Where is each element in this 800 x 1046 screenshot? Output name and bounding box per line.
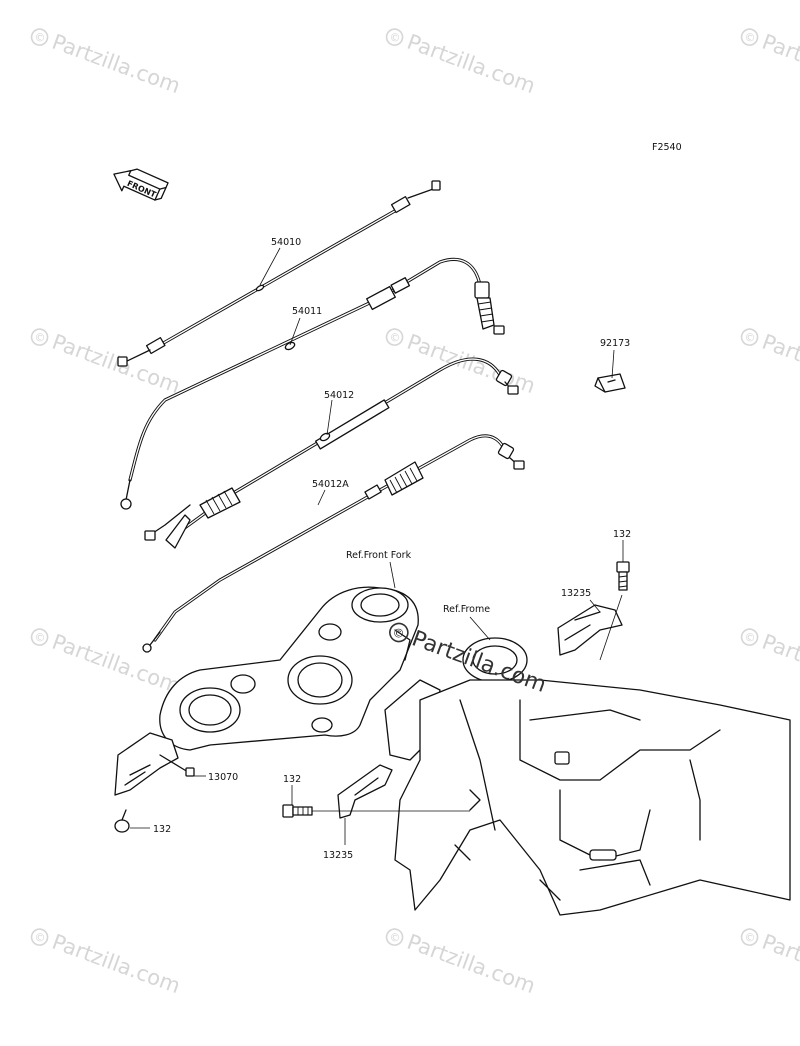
svg-text:Partzilla.com: Partzilla.com [404,30,538,99]
svg-text:Partzilla.com: Partzilla.com [49,330,183,399]
bolt-132-left[interactable] [114,809,130,833]
label-132-top: 132 [613,529,631,540]
cable-54012a[interactable] [142,434,525,653]
cable-54010[interactable] [117,180,441,367]
watermark-mid-right: © Partzilla.com [740,328,800,399]
frame-assembly [384,637,791,916]
label-54012: 54012 [324,390,354,401]
svg-text:Partzilla.com: Partzilla.com [759,30,800,99]
cable-54011[interactable] [120,257,505,510]
bolt-132-mid[interactable] [282,804,313,818]
bolt-132-top[interactable] [616,561,630,591]
label-132-left: 132 [153,824,171,835]
top-bracket-assembly [159,586,419,751]
svg-text:©: © [387,930,402,946]
svg-text:©: © [742,930,757,946]
watermark-bottom-right: © Partzilla.com [740,928,800,999]
label-13235-bottom: 13235 [323,850,353,861]
svg-text:©: © [32,330,47,346]
watermark-mid-left: © Partzilla.com [30,328,183,399]
watermark-top-left: © Partzilla.com [30,28,183,99]
label-13070: 13070 [208,772,238,783]
label-132-mid: 132 [283,774,301,785]
callout-labels: 54010 54011 54012 54012A 92173 132 13235… [153,237,631,861]
label-54012a: 54012A [312,479,349,490]
leader-lines [130,247,624,845]
svg-text:©: © [32,30,47,46]
svg-text:Partzilla.com: Partzilla.com [759,330,800,399]
watermark-top-right: © Partzilla.com [740,28,800,99]
svg-text:©: © [32,930,47,946]
cable-54012[interactable] [144,357,519,549]
label-ref-frame: Ref.Frome [443,604,490,615]
label-13235-top: 13235 [561,588,591,599]
svg-text:©: © [742,330,757,346]
watermark-bottom-left: © Partzilla.com [30,928,183,999]
label-54011: 54011 [292,306,322,317]
watermark-bottom-center: © Partzilla.com [385,928,538,999]
holder-13070[interactable] [114,732,195,796]
front-direction-arrow: FRONT [113,168,169,201]
label-92173: 92173 [600,338,630,349]
svg-text:Partzilla.com: Partzilla.com [759,930,800,999]
svg-text:Partzilla.com: Partzilla.com [404,930,538,999]
svg-text:Partzilla.com: Partzilla.com [759,630,800,699]
svg-text:©: © [742,630,757,646]
svg-text:©: © [32,630,47,646]
clip-92173[interactable] [594,373,626,393]
figure-code: F2540 [652,142,682,153]
svg-text:©: © [387,30,402,46]
svg-text:©: © [387,330,402,346]
svg-text:Partzilla.com: Partzilla.com [49,30,183,99]
watermark-low-right: © Partzilla.com [740,628,800,699]
svg-text:©: © [742,30,757,46]
label-ref-front-fork: Ref.Front Fork [346,550,412,561]
bracket-13235-bottom[interactable] [337,764,393,819]
svg-text:©: © [390,625,406,642]
watermark-top-center: © Partzilla.com [385,28,538,99]
bracket-13235-top[interactable] [557,604,623,656]
label-54010: 54010 [271,237,301,248]
svg-text:Partzilla.com: Partzilla.com [49,930,183,999]
svg-text:Partzilla.com: Partzilla.com [49,630,183,699]
